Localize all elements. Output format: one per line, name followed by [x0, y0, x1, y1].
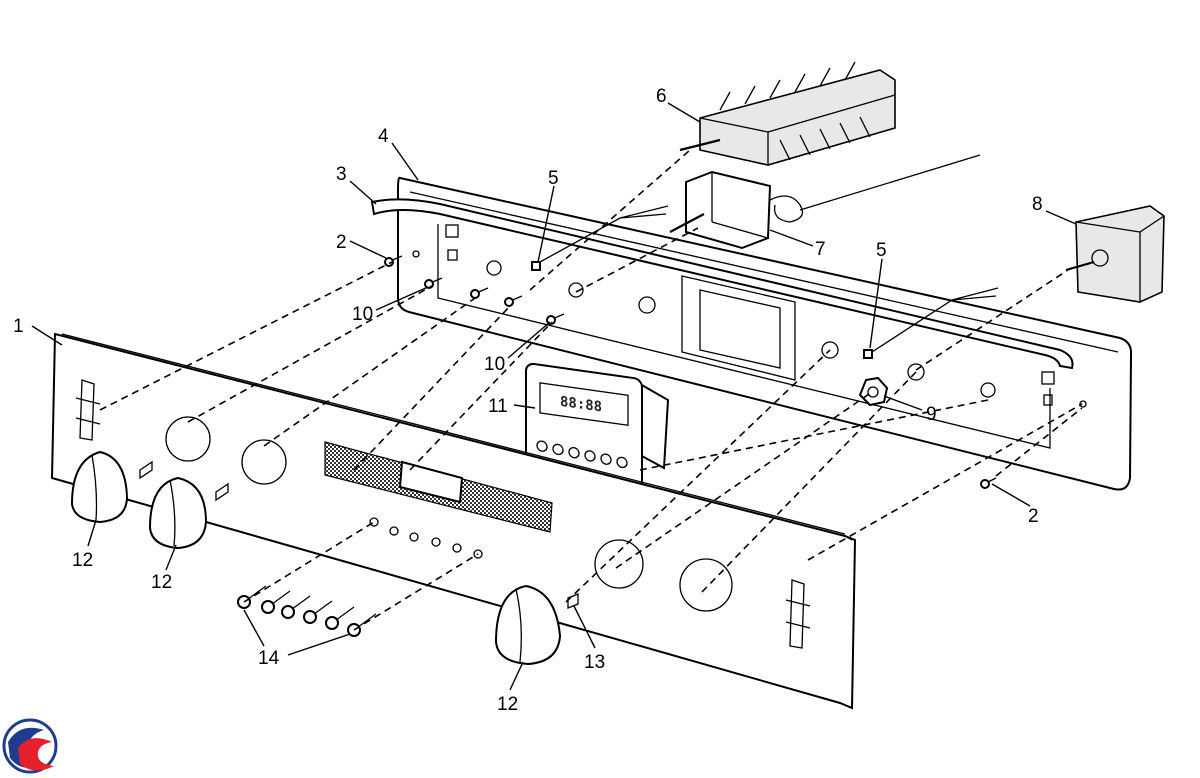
- callout-4: 4: [378, 126, 389, 147]
- seal-strip: [370, 198, 1074, 370]
- control-knobs: [70, 450, 562, 666]
- swirl-logo-icon: [2, 718, 58, 774]
- control-panel-bracket: [397, 176, 1133, 491]
- callout-6: 6: [656, 86, 667, 107]
- leader-lines: [31, 102, 1077, 691]
- assembly-lines: [99, 149, 1083, 631]
- timer-display: 88:88: [560, 394, 602, 416]
- callout-11: 11: [488, 396, 508, 417]
- callout-7: 7: [815, 239, 826, 260]
- callout-1: 1: [13, 316, 24, 337]
- callout-8: 8: [1032, 194, 1043, 215]
- callout-5-right: 5: [876, 240, 887, 261]
- thermostat: [669, 154, 981, 250]
- callout-5-left: 5: [548, 168, 559, 189]
- energy-regulator: [1065, 205, 1165, 303]
- nut: [858, 376, 889, 407]
- front-fascia-panel: [50, 332, 857, 710]
- callout-14: 14: [258, 648, 280, 669]
- callout-labels: 1 2 2 3 4 5 5 6 7 8 9 10 10 11 12 12 12 …: [13, 86, 1043, 715]
- callout-10-upper: 10: [352, 304, 373, 325]
- callout-12-left: 12: [72, 550, 93, 571]
- callout-12-middle: 12: [151, 572, 172, 593]
- callout-9: 9: [926, 404, 937, 425]
- callout-13: 13: [584, 652, 605, 673]
- callout-2-right: 2: [1028, 506, 1039, 527]
- screws: [384, 205, 999, 489]
- electronic-timer: 88:88: [525, 362, 670, 490]
- selector-switch: [679, 61, 896, 166]
- callout-3: 3: [336, 164, 347, 185]
- callout-2-left: 2: [336, 232, 347, 253]
- callout-10-lower: 10: [484, 354, 505, 375]
- callout-12-bottom: 12: [497, 694, 518, 715]
